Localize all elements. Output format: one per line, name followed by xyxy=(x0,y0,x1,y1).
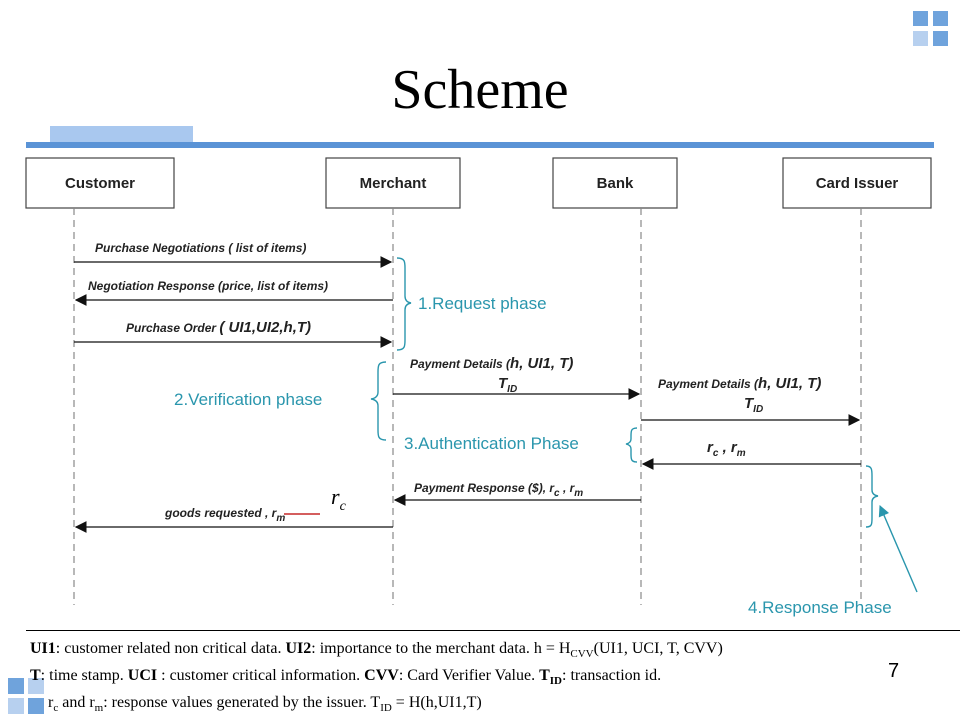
message-purchase-negotiations: Purchase Negotiations ( list of items) xyxy=(74,241,393,268)
page-number: 7 xyxy=(888,660,900,682)
phase-label-response: 4.Response Phase xyxy=(748,598,892,617)
definitions-footer: UI1: customer related non critical data.… xyxy=(30,638,960,720)
slide-title: Scheme xyxy=(391,59,569,121)
actor-bank: Bank xyxy=(552,157,678,209)
decor-square xyxy=(933,11,948,26)
svg-text:Payment Details (h, UI1, T): Payment Details (h, UI1, T) xyxy=(410,355,573,372)
phase-label-authentication: 3.Authentication Phase xyxy=(404,434,579,453)
title-underline-light xyxy=(50,126,193,142)
message-purchase-order: Purchase Order ( UI1,UI2,h,T) xyxy=(74,319,393,348)
svg-text:goods requested , rm: goods requested , rm xyxy=(164,506,285,524)
svg-text:Merchant: Merchant xyxy=(360,175,427,192)
svg-text:Bank: Bank xyxy=(597,175,634,192)
decor-square xyxy=(8,698,24,714)
actor-customer: Customer xyxy=(25,157,175,209)
message-payment-response: Payment Response ($), rc , rm xyxy=(393,481,641,506)
definition-line-3: rc and rm: response values generated by … xyxy=(48,694,482,715)
annotation-rc: rc xyxy=(331,484,347,514)
response-phase-pointer xyxy=(878,504,918,593)
actor-card-issuer: Card Issuer xyxy=(782,157,932,209)
footer-divider xyxy=(26,630,960,631)
actor-merchant: Merchant xyxy=(325,157,461,209)
decor-square xyxy=(8,678,24,694)
decor-square xyxy=(933,31,948,46)
message-goods-requested: goods requested , rm xyxy=(74,506,393,533)
message-payment-details-to-issuer: Payment Details (h, UI1, T) TID xyxy=(641,375,861,426)
svg-text:TID: TID xyxy=(744,395,763,415)
definition-line-1: UI1: customer related non critical data.… xyxy=(30,640,723,661)
title-underline-bar xyxy=(26,142,934,148)
decor-square xyxy=(913,11,928,26)
svg-text:Customer: Customer xyxy=(65,175,135,192)
svg-text:TID: TID xyxy=(498,375,517,395)
svg-text:Payment Response ($), rc , rm: Payment Response ($), rc , rm xyxy=(414,481,583,499)
definition-line-2: T: time stamp. UCI : customer critical i… xyxy=(30,667,662,688)
brace-response-phase xyxy=(865,465,879,528)
brace-request-phase xyxy=(396,257,412,351)
phase-label-request: 1.Request phase xyxy=(418,294,547,313)
brace-authentication-phase xyxy=(625,427,638,463)
svg-text:Payment Details (h, UI1, T): Payment Details (h, UI1, T) xyxy=(658,375,821,392)
svg-text:rc: rc xyxy=(331,484,347,514)
svg-text:Card Issuer: Card Issuer xyxy=(816,175,899,192)
decor-square xyxy=(913,31,928,46)
sequence-diagram: Customer Merchant Bank Card Issuer Purch… xyxy=(25,157,932,605)
decor-square xyxy=(28,698,44,714)
message-response-values: rc , rm xyxy=(641,439,861,470)
svg-text:Negotiation Response (price,: Negotiation Response (price, list of ite… xyxy=(88,279,328,293)
svg-text:Purchase Negotiations ( list o: Purchase Negotiations ( list of items) xyxy=(95,241,306,255)
brace-verification-phase xyxy=(370,361,387,441)
message-payment-details-to-bank: Payment Details (h, UI1, T) TID xyxy=(393,355,641,400)
decor-square xyxy=(28,678,44,694)
svg-text:rc , rm: rc , rm xyxy=(707,439,746,459)
message-negotiation-response: Negotiation Response (price, list of ite… xyxy=(74,279,393,306)
svg-text:Purchase Order ( UI1,UI2,h,T): Purchase Order ( UI1,UI2,h,T) xyxy=(126,319,311,336)
phase-label-verification: 2.Verification phase xyxy=(174,390,323,409)
